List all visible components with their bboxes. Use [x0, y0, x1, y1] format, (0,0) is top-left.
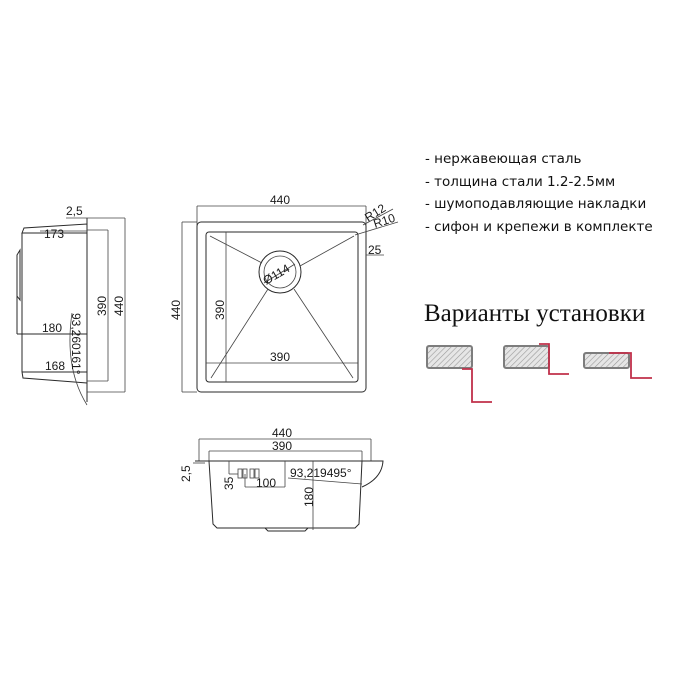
- front-depth-dim: 180: [302, 487, 316, 507]
- front-angle-dim: 93,219495°: [290, 466, 352, 480]
- install-variant-flush-mount: [503, 343, 569, 375]
- feature-item: - нержавеющая сталь: [425, 151, 582, 167]
- top-inner-radius-dim: R10: [372, 211, 398, 231]
- overflow-width-dim: 100: [256, 476, 276, 490]
- front-inner-width-dim: 390: [272, 439, 292, 453]
- front-view: 440 390 2,5 35 100 180 93,219495°: [179, 426, 384, 532]
- top-rim-dim: 25: [368, 243, 382, 257]
- install-variant-undermount: [426, 345, 492, 403]
- feature-list: - нержавеющая сталь - толщина стали 1.2-…: [425, 148, 653, 238]
- feature-item: - толщина стали 1.2-2.5мм: [425, 173, 616, 190]
- overflow-height-dim: 35: [222, 476, 236, 490]
- side-outer-length-dim: 440: [112, 296, 126, 316]
- top-outer-height-dim: 440: [169, 300, 183, 320]
- feature-item: - шумоподавляющие накладки: [425, 196, 647, 212]
- side-bottom-depth-dim: 168: [45, 359, 65, 373]
- top-view: 440 440 390 390 R12 R10 25 Ø114: [169, 193, 399, 393]
- side-view: 2,5 173 180 168 390 440 93,260161°: [16, 204, 126, 406]
- side-top-depth-dim: 173: [44, 227, 64, 241]
- side-mid-depth-dim: 180: [42, 321, 62, 335]
- install-variants-title: Варианты установки: [424, 300, 646, 327]
- top-inner-height-dim: 390: [213, 300, 227, 320]
- side-inner-length-dim: 390: [95, 296, 109, 316]
- top-inner-width-dim: 390: [270, 350, 290, 364]
- side-angle-dim: 93,260161°: [69, 313, 83, 375]
- front-outer-width-dim: 440: [272, 426, 292, 440]
- front-flange-dim: 2,5: [179, 465, 193, 482]
- top-outer-width-dim: 440: [270, 193, 290, 207]
- install-variant-top-mount: [583, 352, 652, 379]
- feature-item: - сифон и крепежи в комплекте: [425, 218, 653, 235]
- side-flange-dim: 2,5: [66, 204, 83, 218]
